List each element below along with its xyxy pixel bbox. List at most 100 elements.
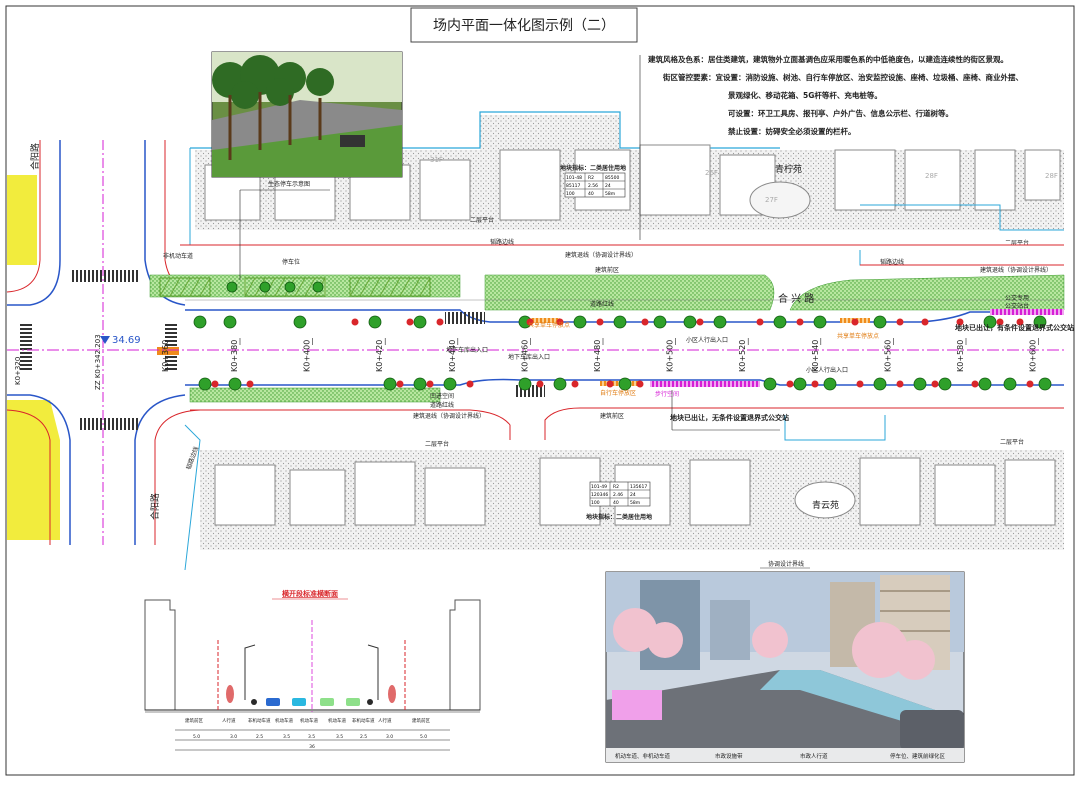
lamp [211,380,219,388]
tree [553,377,567,391]
lamp [426,380,434,388]
station-label: K0+500 [666,340,675,372]
svg-text:40: 40 [588,191,594,197]
tree [443,377,457,391]
label-recess: 凹进空间 [430,392,454,400]
floor-label: 26F [705,169,718,177]
tree [773,315,787,329]
tree [913,377,927,391]
lamp [931,380,939,388]
cross-road-name-top: 合阳路 [29,143,41,170]
section-title: 横开段标准横断面 [282,589,338,598]
lane-dimension: 2.5 [360,734,367,740]
sheet-border [5,5,1075,776]
lane-dimension: 5.0 [193,734,200,740]
label-photo-caption: 生态停车示意图 [268,180,310,188]
tree [198,377,212,391]
green-strip-far-east [789,274,1065,311]
label-green-zone: 建筑前区 [600,412,624,420]
label-entrance: 地下车库出入口 [508,353,550,361]
complex-north-label: 青柠苑 [775,163,802,175]
svg-text:85117: 85117 [566,183,580,189]
lane-label: 非机动车道 [352,717,375,724]
svg-text:135617: 135617 [630,484,647,490]
station-label: K0+520 [738,340,747,372]
svg-text:R2: R2 [588,175,594,181]
rendering-caption: 市政设施带 [715,752,743,760]
lane-label: 非机动车道 [248,717,271,724]
tree [226,281,238,293]
tree [618,377,632,391]
rendering-caption: 停车位、建筑前绿化区 [890,752,946,760]
south-residential-block: 青云苑 101-49 R2 135617 120346 2.46 24 100 … [184,415,1064,571]
station-label: K0+440 [448,340,457,372]
tree [573,315,587,329]
label-bike-parking: 自行车停放区 [600,389,636,397]
label-entrance: 地下车库出入口 [446,346,488,354]
label-bus-lane: 公交专用 [1005,294,1029,302]
lane-dimension: 3.0 [386,734,393,740]
svg-text:街区管控要素：宜设置：消防设施、树池、自行车停放区、治安监控: 街区管控要素：宜设置：消防设施、树池、自行车停放区、治安监控设施、座椅、垃圾桶、… [662,72,1023,82]
tree [713,315,727,329]
svg-text:可设置：环卫工具房、报刊亭、户外广告、信息公示栏、行道树等。: 可设置：环卫工具房、报刊亭、户外广告、信息公示栏、行道树等。 [728,108,953,118]
tree [223,315,237,329]
svg-text:地块指标：二类居住用地: 地块指标：二类居住用地 [560,164,626,172]
tree [938,377,952,391]
tree [413,315,427,329]
lamp [466,380,474,388]
title-block: 场内平面一体化图示例（二） [410,7,638,43]
svg-text:2.46: 2.46 [613,492,623,498]
lamp [526,318,534,326]
floor-label: 28F [925,172,938,180]
rendering-caption: 机动车道、非机动车道 [615,752,671,760]
elevation-marker: 34.69 [100,335,141,346]
tree [873,377,887,391]
lamp [971,380,979,388]
lamp [246,380,254,388]
label-design-coordination: 协调设计界线 [768,560,804,568]
tree [518,377,532,391]
label-second-platform: 二层平台 [1005,239,1029,247]
svg-text:85500: 85500 [605,175,619,181]
lane-dimension: 3.5 [308,734,315,740]
station-label: K0+380 [230,340,239,372]
lane-label: 机动车道 [275,717,293,724]
label-second-platform: 二层平台 [425,440,449,448]
rendering-caption: 市政人行道 [800,752,828,760]
svg-text:R2: R2 [613,484,619,490]
lamp [556,318,564,326]
svg-text:58m: 58m [630,500,640,506]
tree [873,315,887,329]
plot-table-south: 101-49 R2 135617 120346 2.46 24 100 40 5… [586,481,652,521]
tree [1033,315,1047,329]
label-parking: 共享单车停放点 [837,332,879,340]
lamp [351,318,359,326]
lamp [796,318,804,326]
lane-dimension: 3.5 [336,734,343,740]
lamp [756,318,764,326]
tree [823,377,837,391]
lane-dimension: 3.5 [283,734,290,740]
tree [293,315,307,329]
floor-label: 28F [1045,172,1058,180]
lamp [856,380,864,388]
page-title: 场内平面一体化图示例（二） [433,18,615,34]
tree [1003,377,1017,391]
tree [284,281,296,293]
tree [613,315,627,329]
station-label: K0+480 [593,340,602,372]
lamp [596,318,604,326]
label-entrance: 小区人行出入口 [806,366,848,374]
tree [793,377,807,391]
lane-label: 人行道 [222,717,236,724]
lamp [606,380,614,388]
street-rendering-image: 机动车道、非机动车道 市政设施带 市政人行道 停车位、建筑前绿化区 [605,571,965,763]
tree [683,315,697,329]
tree [368,315,382,329]
green-strip-south [189,387,441,403]
note-bus-stop-south: 地块已出让，无条件设置退界式公交站 [670,413,789,422]
floor-label: 27F [765,196,778,204]
main-road-name: 合 兴 路 [778,292,814,305]
label-road-edge: 韬路边线 [880,258,904,266]
